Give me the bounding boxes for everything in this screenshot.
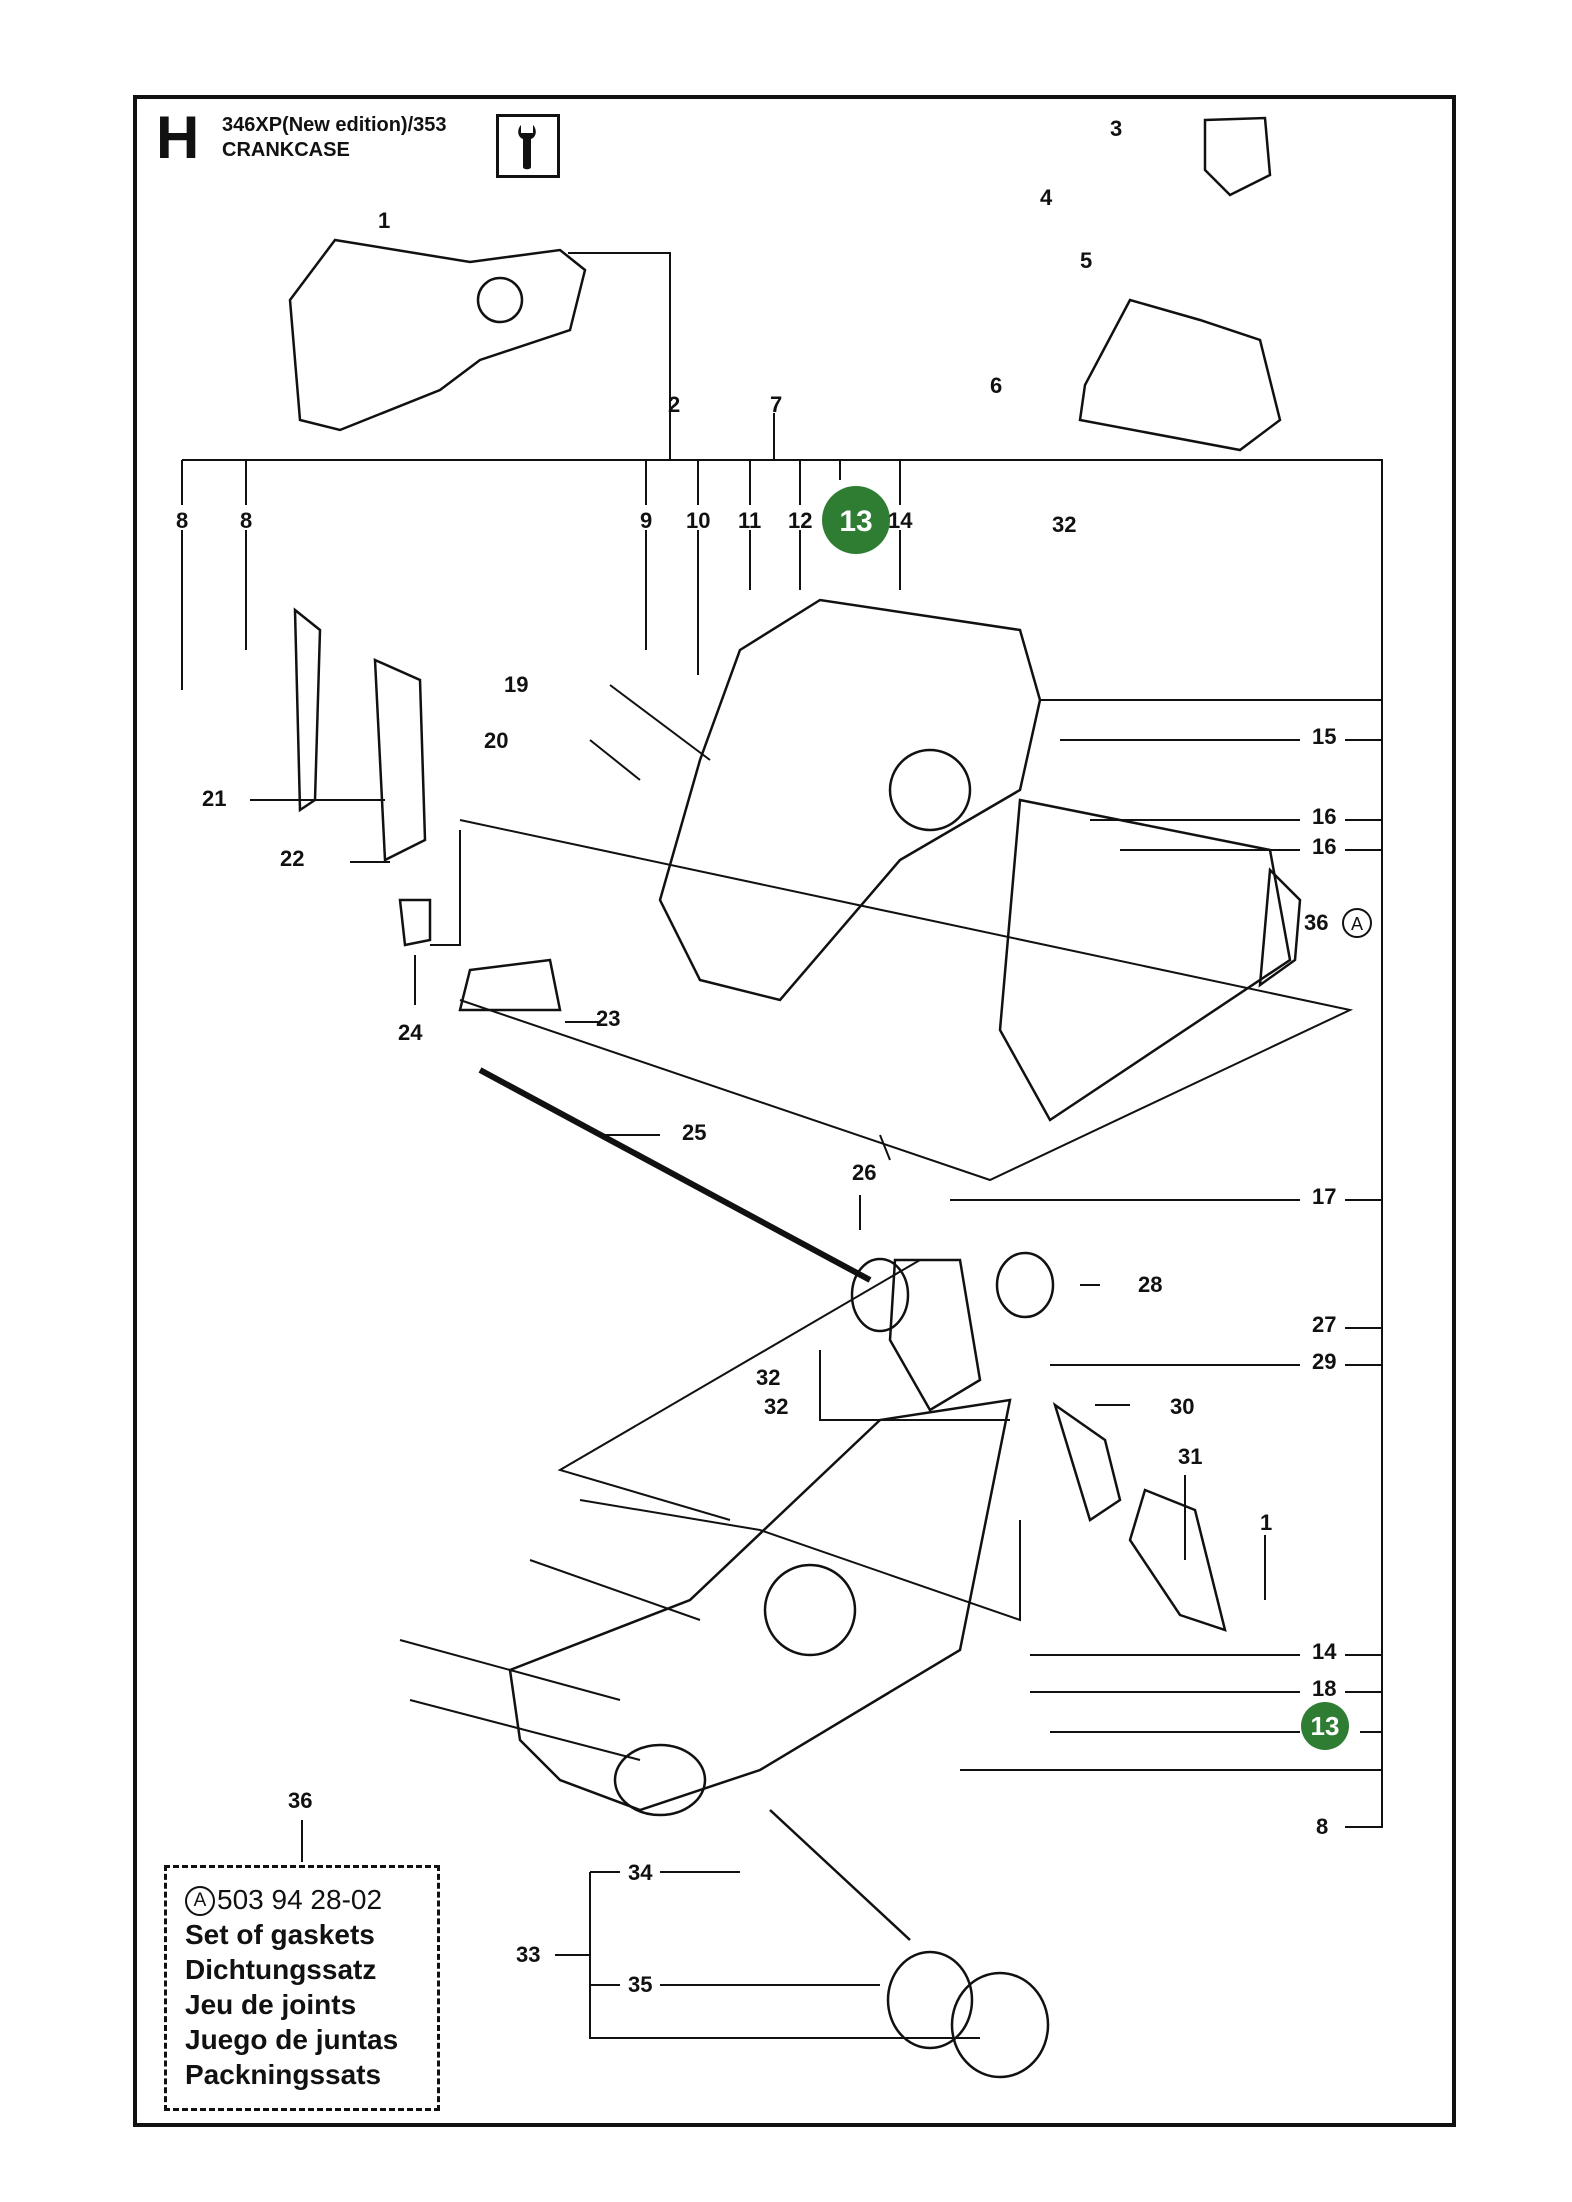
- callout-10: 10: [686, 508, 710, 533]
- kit-desc-sv: Packningssats: [185, 2059, 382, 2090]
- callout-17: 17: [1312, 1184, 1336, 1209]
- callout-14-bottom: 14: [1312, 1639, 1337, 1664]
- kit-desc-en: Set of gaskets: [185, 1919, 375, 1950]
- callout-1-top: 1: [378, 208, 390, 233]
- guard-ring: [476, 276, 524, 324]
- kit-desc-fr: Jeu de joints: [185, 1989, 357, 2020]
- crankcase-bearing: [888, 748, 972, 832]
- callout-6: 6: [990, 373, 1002, 398]
- filter-cover-part: [1203, 116, 1272, 197]
- callout-7: 7: [770, 392, 782, 417]
- callout-4: 4: [1040, 185, 1053, 210]
- cord-34: [769, 1809, 911, 1941]
- top-bracket-part: [1078, 298, 1282, 452]
- callout-23: 23: [596, 1006, 620, 1031]
- leader-lines: [181, 252, 1383, 2039]
- tool-box: [496, 114, 560, 178]
- front-guard-plate: [288, 238, 587, 432]
- callout-36-kit: 36: [288, 1788, 312, 1813]
- callout-25: 25: [682, 1120, 706, 1145]
- part-outlines: [288, 116, 1302, 2079]
- callout-20: 20: [484, 728, 508, 753]
- callout-12: 12: [788, 508, 812, 533]
- cover-27: [888, 1258, 982, 1412]
- callout-36-right: 36: [1304, 910, 1328, 935]
- callout-16-b: 16: [1312, 834, 1336, 859]
- callout-labels: 1 2 3 4 5 6 7 8 8 9 10 11 12 13 14 32 15…: [176, 116, 1372, 1997]
- washer-26: [850, 1257, 910, 1333]
- kit-marker-a: A: [1351, 914, 1363, 934]
- clip-24: [398, 898, 432, 947]
- bar-25: [478, 1067, 872, 1283]
- callout-5: 5: [1080, 248, 1092, 273]
- callout-3: 3: [1110, 116, 1122, 141]
- wrench-icon: [518, 125, 536, 170]
- callout-19: 19: [504, 672, 528, 697]
- kit-desc-de: Dichtungssatz: [185, 1954, 377, 1985]
- oil-cap: [950, 1971, 1050, 2079]
- crankcase-gasket: [998, 798, 1292, 1122]
- callout-29: 29: [1312, 1349, 1336, 1374]
- callout-21: 21: [202, 786, 226, 811]
- gasket-36: [1258, 867, 1302, 988]
- callout-26: 26: [852, 1160, 876, 1185]
- callout-8-bottom: 8: [1316, 1814, 1328, 1839]
- callout-32-mid-a: 32: [756, 1365, 780, 1390]
- callout-34: 34: [628, 1860, 653, 1885]
- callout-14-top: 14: [888, 508, 913, 533]
- oil-tank-opening: [613, 1743, 707, 1817]
- callout-32-mid-b: 32: [764, 1394, 788, 1419]
- callout-27: 27: [1312, 1312, 1336, 1337]
- callout-22: 22: [280, 846, 304, 871]
- highlight-badge-13-top: [822, 486, 890, 554]
- primer-28: [995, 1251, 1055, 1319]
- callout-28: 28: [1138, 1272, 1162, 1297]
- callout-32-top: 32: [1052, 512, 1076, 537]
- kit-desc-es: Juego de juntas: [185, 2024, 399, 2055]
- callout-15: 15: [1312, 724, 1336, 749]
- callout-18: 18: [1312, 1676, 1336, 1701]
- crankcase-upper-half: [658, 598, 1042, 1002]
- callout-24: 24: [398, 1020, 423, 1045]
- callout-11: 11: [738, 508, 761, 533]
- callout-16-a: 16: [1312, 804, 1336, 829]
- highlight-badge-13-bottom: [1301, 1702, 1349, 1750]
- gasket-35: [886, 1950, 974, 2050]
- kit-marker-circle: [1342, 908, 1372, 938]
- adjuster-23: [458, 958, 562, 1012]
- section-letter: H: [156, 104, 200, 171]
- kit-part-number: 503 94 28-02: [217, 1884, 383, 1915]
- callout-9: 9: [640, 508, 652, 533]
- part-30: [1052, 1401, 1122, 1522]
- cover-31: [1128, 1488, 1227, 1632]
- callout-8-b: 8: [240, 508, 252, 533]
- lower-bearing: [763, 1563, 857, 1657]
- section-title: CRANKCASE: [222, 139, 350, 161]
- model-name: 346XP(New edition)/353: [222, 114, 447, 136]
- page-frame: [133, 95, 1456, 2127]
- callout-30: 30: [1170, 1394, 1194, 1419]
- callout-31: 31: [1178, 1444, 1202, 1469]
- kit-marker-symbol: A: [185, 1886, 215, 1916]
- callout-1-bottom: 1: [1260, 1510, 1272, 1535]
- callout-13-top: 13: [839, 505, 872, 538]
- crankcase-lower-half: [508, 1398, 1012, 1812]
- callout-2: 2: [668, 392, 680, 417]
- callout-35: 35: [628, 1972, 652, 1997]
- callout-8-a: 8: [176, 508, 188, 533]
- plate-21: [293, 607, 322, 813]
- bracket-22: [373, 658, 427, 862]
- callout-13-bottom: 13: [1311, 1711, 1340, 1741]
- callout-33: 33: [516, 1942, 540, 1967]
